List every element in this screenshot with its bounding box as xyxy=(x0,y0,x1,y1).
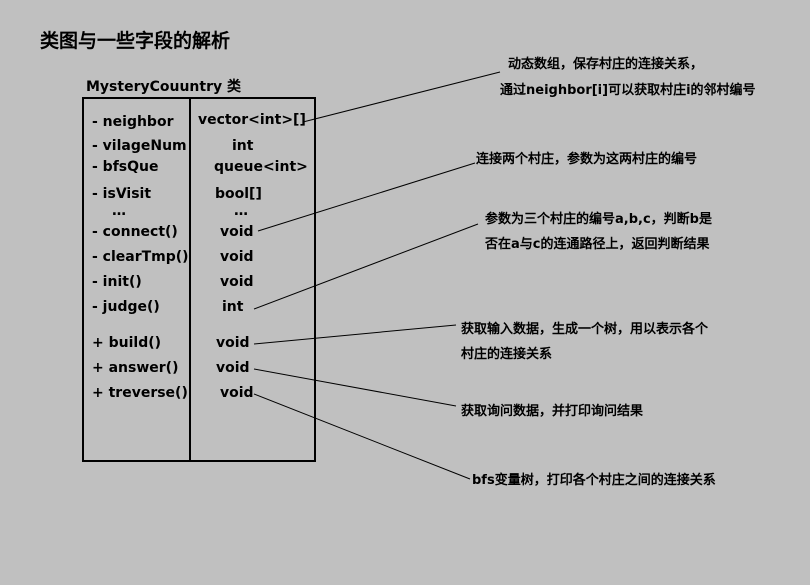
member-name: + answer() xyxy=(92,360,179,376)
member-name: - neighbor xyxy=(92,114,174,130)
member-name: … xyxy=(112,203,126,219)
member-name: + treverse() xyxy=(92,385,188,401)
member-type: … xyxy=(234,203,248,219)
member-type: bool[] xyxy=(215,186,262,202)
note-build-line1: 获取输入数据，生成一个树，用以表示各个 xyxy=(461,322,709,337)
note-answer: 获取询问数据，并打印询问结果 xyxy=(461,404,644,419)
member-name: - connect() xyxy=(92,224,178,240)
leader-line-neighbor xyxy=(302,71,501,123)
member-name: - vilageNum xyxy=(92,138,187,154)
member-name: - bfsQue xyxy=(92,159,159,175)
leader-line-answer xyxy=(253,368,457,407)
note-build-line2: 村庄的连接关系 xyxy=(461,347,553,362)
class-box xyxy=(82,97,316,462)
class-name-label: MysteryCouuntry 类 xyxy=(86,79,241,95)
diagram-title: 类图与一些字段的解析 xyxy=(40,30,231,52)
note-judge-line2: 否在a与c的连通路径上，返回判断结果 xyxy=(485,237,710,252)
note-neighbor-line1: 动态数组，保存村庄的连接关系， xyxy=(508,57,704,72)
member-type: int xyxy=(232,138,254,154)
member-type: void xyxy=(220,385,254,401)
member-type: void xyxy=(220,249,254,265)
member-type: queue<int> xyxy=(214,159,308,175)
class-column-divider xyxy=(189,97,191,462)
leader-line-judge xyxy=(253,223,479,310)
member-name: - judge() xyxy=(92,299,160,315)
member-name: + build() xyxy=(92,335,162,351)
leader-line-treverse xyxy=(253,393,471,480)
member-type: void xyxy=(216,360,250,376)
member-name: - init() xyxy=(92,274,142,290)
member-type: void xyxy=(220,224,254,240)
note-treverse: bfs变量树，打印各个村庄之间的连接关系 xyxy=(472,473,716,488)
leader-line-connect xyxy=(257,162,476,232)
leader-line-build xyxy=(253,324,457,345)
member-type: vector<int>[] xyxy=(198,112,306,128)
member-name: - isVisit xyxy=(92,186,152,202)
member-type: void xyxy=(220,274,254,290)
member-type: void xyxy=(216,335,250,351)
member-type: int xyxy=(222,299,244,315)
note-judge-line1: 参数为三个村庄的编号a,b,c，判断b是 xyxy=(485,212,712,227)
note-neighbor-line2: 通过neighbor[i]可以获取村庄i的邻村编号 xyxy=(500,83,756,98)
note-connect: 连接两个村庄，参数为这两村庄的编号 xyxy=(476,152,698,167)
member-name: - clearTmp() xyxy=(92,249,189,265)
